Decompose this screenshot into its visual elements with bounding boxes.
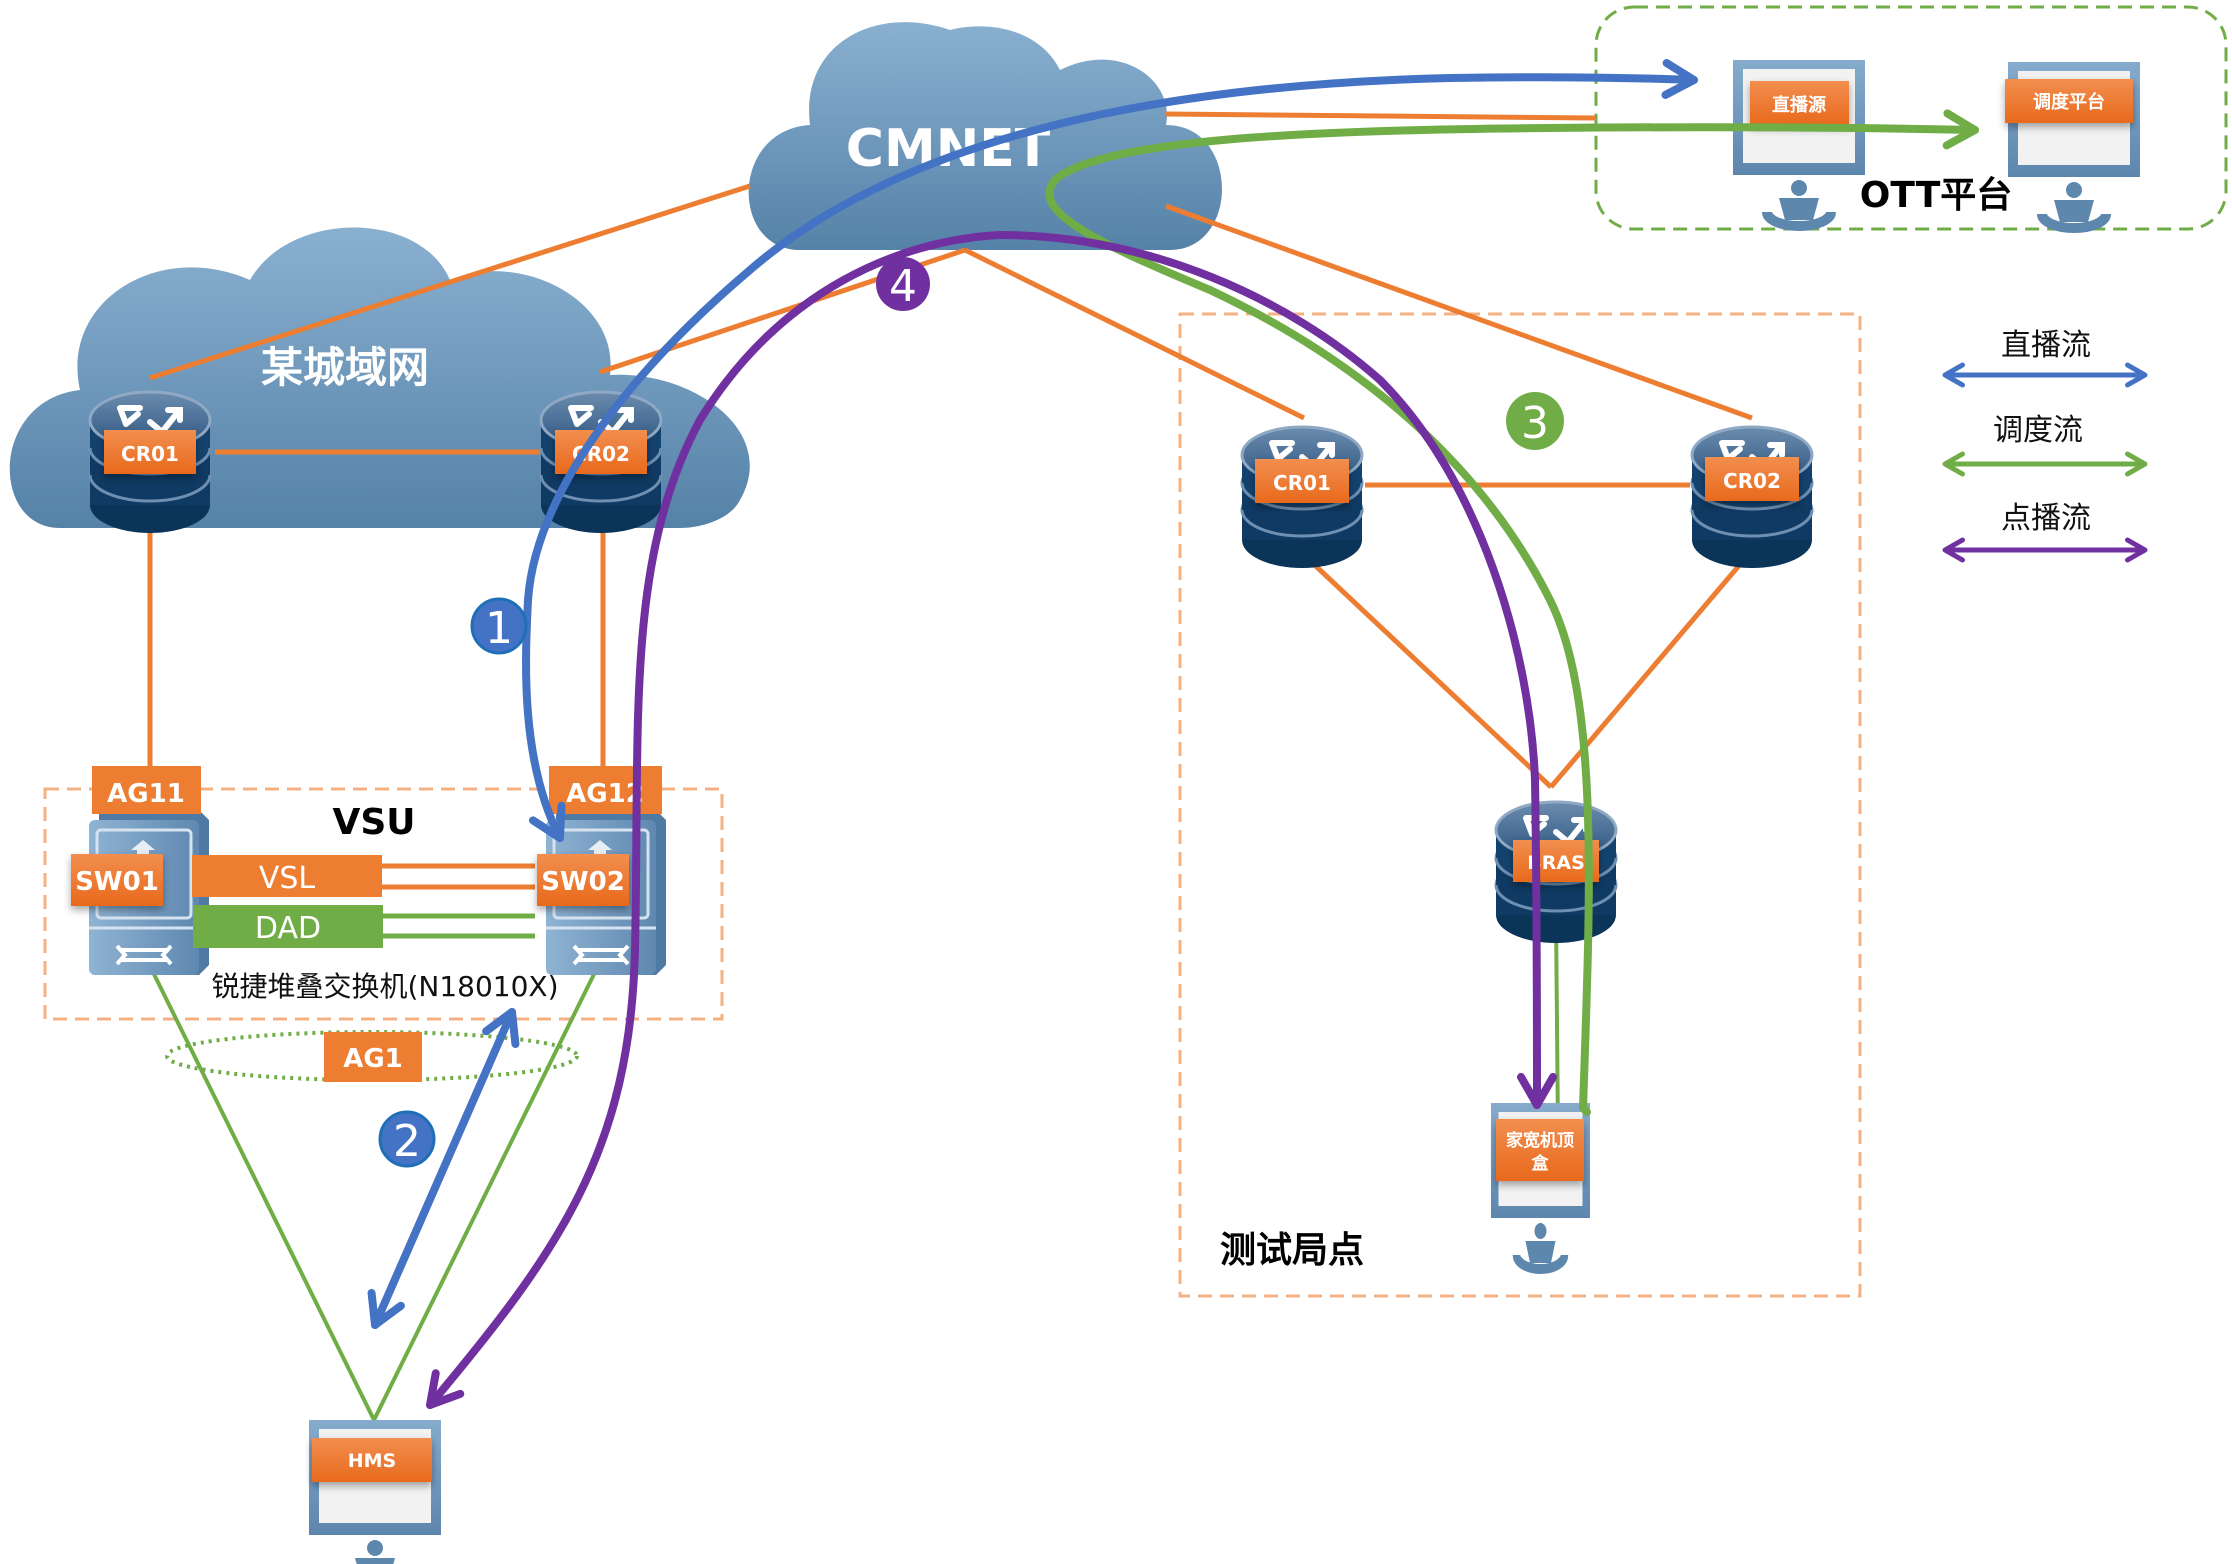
sw01-tag: SW01 — [71, 854, 163, 906]
legend-live-label: 直播流 — [2001, 328, 2091, 363]
schedule-flow-path-3[interactable] — [1045, 109, 1979, 1112]
hms-label: HMS — [348, 1450, 397, 1472]
test-cr01-label: CR01 — [1273, 471, 1331, 495]
sw02-tag: SW02 — [537, 854, 629, 906]
ag1-label: AG1 — [343, 1044, 403, 1074]
ag11-label: AG11 — [107, 779, 185, 809]
bras-router[interactable]: BRAS — [1496, 802, 1616, 943]
schedule-platform-server[interactable]: 调度平台 — [2005, 62, 2140, 228]
step-4-number: 4 — [889, 261, 917, 312]
dad-label: DAD — [255, 911, 321, 946]
ag1-tag: AG1 — [324, 1032, 422, 1082]
metro-cr01-label: CR01 — [121, 442, 179, 466]
legend-item-vod: 点播流 — [1942, 501, 2148, 563]
test-cr02-router[interactable]: CR02 — [1692, 427, 1812, 568]
metro-cr02-router[interactable]: CR02 — [541, 392, 661, 533]
ag11-tag: AG11 — [92, 766, 201, 814]
cmnet-cloud-label: CMNET — [846, 119, 1051, 179]
test-site-title: 测试局点 — [1220, 1230, 1364, 1271]
stb-label-line2: 盒 — [1531, 1153, 1550, 1174]
dad-bar: DAD — [193, 905, 383, 948]
bras-label: BRAS — [1527, 852, 1585, 874]
legend-item-live: 直播流 — [1942, 328, 2148, 388]
schedule-platform-label: 调度平台 — [2033, 91, 2105, 113]
legend-schedule-label: 调度流 — [1993, 413, 2083, 448]
link-cmnet-test-cr01 — [963, 247, 1306, 421]
vod-flow-path-4[interactable] — [426, 231, 1557, 1409]
step-2-badge: 2 — [378, 1110, 436, 1168]
ag12-label: AG12 — [566, 779, 644, 809]
vsl-bar: VSL — [192, 855, 382, 897]
vsl-label: VSL — [259, 861, 316, 896]
step-3-badge: 3 — [1506, 392, 1564, 450]
sw01-label: SW01 — [75, 867, 159, 897]
link-cmnet-ott — [1165, 111, 1597, 121]
step-2-number: 2 — [393, 1116, 421, 1167]
link-bras-stb — [1554, 914, 1560, 1136]
sw02-label: SW02 — [541, 867, 625, 897]
link-sw02-hms — [372, 961, 602, 1421]
ag12-tag: AG12 — [549, 766, 662, 814]
schedule-flow-extension — [1579, 1104, 1591, 1116]
test-cr01-router[interactable]: CR01 — [1242, 427, 1362, 568]
stb-device[interactable]: 家宽机顶 盒 — [1491, 1103, 1590, 1269]
step-4-badge: 4 — [876, 257, 930, 312]
stb-label-line1: 家宽机顶 — [1506, 1130, 1574, 1151]
step-1-number: 1 — [485, 603, 513, 654]
live-source-label: 直播源 — [1772, 94, 1826, 116]
vsu-caption: 锐捷堆叠交换机(N18010X) — [211, 970, 558, 1003]
metro-cloud-label: 某城域网 — [261, 343, 429, 392]
step-1-badge: 1 — [470, 597, 528, 655]
legend-vod-label: 点播流 — [2001, 501, 2091, 536]
legend-item-schedule: 调度流 — [1942, 413, 2148, 477]
metro-cr01-router[interactable]: CR01 — [90, 392, 210, 533]
link-sw01-hms — [146, 961, 376, 1421]
vsu-title: VSU — [332, 802, 415, 843]
live-source-server[interactable]: 直播源 — [1733, 60, 1865, 226]
test-cr02-label: CR02 — [1723, 469, 1781, 493]
step-3-number: 3 — [1521, 398, 1549, 449]
legend: 直播流 调度流 点播流 — [1942, 328, 2148, 563]
link-test-cr01-bras — [1302, 553, 1553, 789]
ott-platform-title: OTT平台 — [1860, 175, 2013, 216]
hms-server[interactable]: HMS — [309, 1420, 441, 1564]
